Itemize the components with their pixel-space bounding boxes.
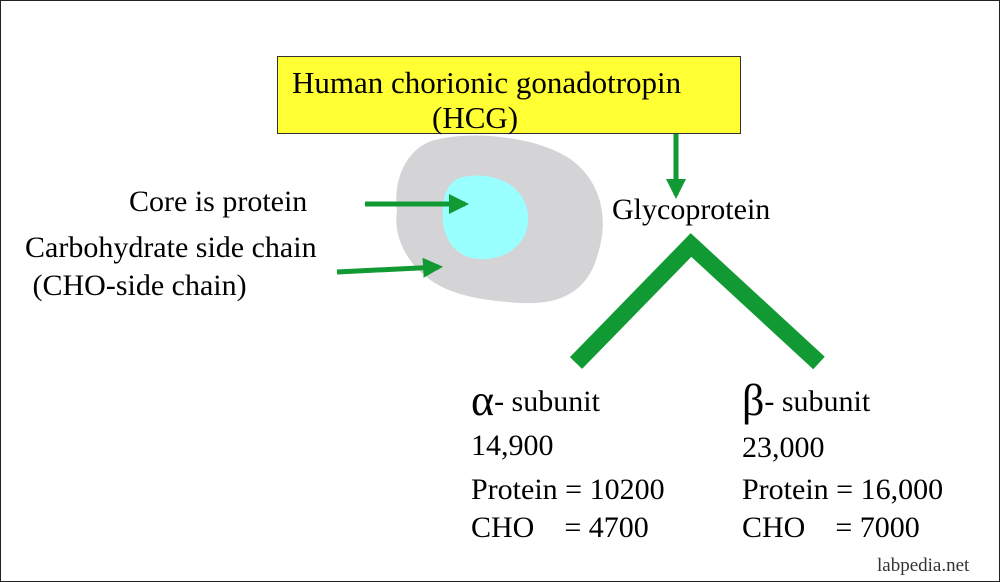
beta-subunit-heading: β- subunit (742, 379, 870, 423)
glycoprotein-label: Glycoprotein (612, 193, 771, 226)
title-line-1: Human chorionic gonadotropin (292, 65, 682, 100)
watermark: labpedia.net (877, 555, 970, 576)
beta-subunit-label: - subunit (764, 385, 871, 418)
beta-symbol: β (742, 376, 765, 425)
alpha-subunit-heading: α- subunit (471, 379, 600, 423)
cho-side-chain-label: Carbohydrate side chain (25, 231, 317, 264)
alpha-weight: 14,900 (471, 429, 554, 462)
hcg-title-box: Human chorionic gonadotropin (HCG) (277, 56, 741, 134)
cho-side-chain-abbrev-label: (CHO-side chain) (25, 269, 247, 302)
alpha-subunit-label: - subunit (494, 385, 600, 418)
alpha-symbol: α (471, 376, 495, 425)
title-line-2: (HCG) (432, 100, 519, 135)
beta-weight: 23,000 (742, 431, 825, 464)
alpha-cho: CHO = 4700 (471, 511, 649, 544)
subunit-branch-lines (569, 233, 825, 370)
cho-pointer-arrow (336, 257, 443, 278)
beta-cho: CHO = 7000 (742, 511, 920, 544)
core-protein-label: Core is protein (129, 185, 308, 218)
beta-protein: Protein = 16,000 (742, 473, 944, 506)
alpha-protein: Protein = 10200 (471, 473, 665, 506)
